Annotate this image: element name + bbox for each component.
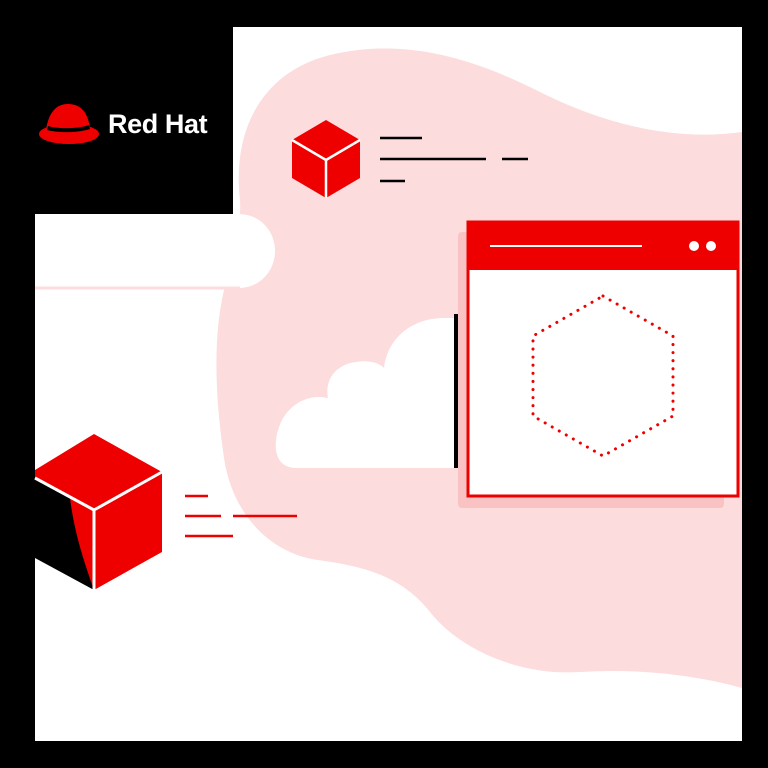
fedora-hat-icon bbox=[39, 104, 99, 144]
window-dot-1 bbox=[689, 241, 699, 251]
small-cube-motion-lines bbox=[380, 136, 528, 183]
brand-wordmark: Red Hat bbox=[108, 108, 208, 139]
large-cube-motion-lines bbox=[185, 494, 297, 538]
small-cube-icon bbox=[291, 120, 361, 198]
large-cube-icon bbox=[34, 434, 163, 590]
pill-shape bbox=[35, 214, 275, 288]
window-dot-2 bbox=[706, 241, 716, 251]
red-hat-logo[interactable]: Red Hat bbox=[38, 98, 208, 150]
dotted-hexagon-icon bbox=[531, 294, 675, 458]
cloud-icon bbox=[275, 318, 462, 468]
